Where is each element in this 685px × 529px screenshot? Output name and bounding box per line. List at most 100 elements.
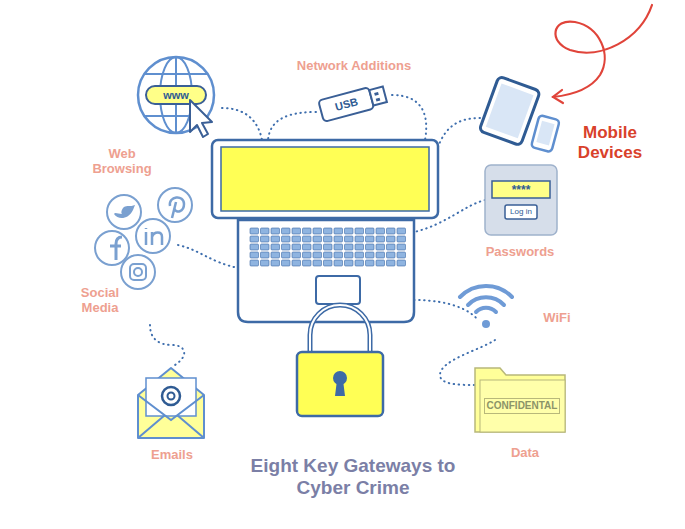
gateway-label: Web Browsing [82,147,162,177]
key [397,236,406,242]
padlock-icon [297,305,383,416]
social-icons [95,188,192,289]
key [366,252,375,258]
key [292,236,301,242]
icon-text: www [163,89,189,102]
key [261,244,270,250]
key [261,228,270,234]
gateway-label: Data [511,446,539,461]
mobile-icon [479,76,560,152]
leader-lines [150,95,495,385]
key [282,252,291,258]
key [366,236,375,242]
diagram-title: Eight Key Gateways to Cyber Crime [251,455,456,499]
key [250,228,259,234]
key [345,236,354,242]
key [292,260,301,266]
key [313,244,322,250]
key [271,236,280,242]
key [355,228,364,234]
key [397,252,406,258]
key [292,244,301,250]
key [303,236,312,242]
key [345,228,354,234]
key [324,236,333,242]
key [313,236,322,242]
key [271,228,280,234]
key [250,236,259,242]
stamp-text: CONFIDENTAL [484,398,561,414]
key [324,244,333,250]
key [334,228,343,234]
gateway-label: Emails [151,448,193,463]
key [313,252,322,258]
key [250,260,259,266]
key [271,260,280,266]
usb-icon [318,84,387,122]
key [303,228,312,234]
key [387,252,396,258]
key [387,260,396,266]
login-icon [485,165,557,235]
key [397,228,406,234]
key [355,252,364,258]
key [261,252,270,258]
key [282,244,291,250]
key [387,244,396,250]
key [355,260,364,266]
key [345,244,354,250]
key [376,228,385,234]
key [303,252,312,258]
key [334,244,343,250]
key [261,236,270,242]
key [313,228,322,234]
key [376,244,385,250]
folder-icon [475,368,565,432]
key [387,228,396,234]
key [282,236,291,242]
laptop-icon [212,140,438,322]
key [366,228,375,234]
key [376,236,385,242]
key [366,260,375,266]
key [345,260,354,266]
key [366,244,375,250]
email-icon [138,368,204,438]
icon-text: **** [512,184,531,198]
key [376,252,385,258]
icon-text: Log in [510,207,532,216]
key [303,260,312,266]
key [355,236,364,242]
highlight-label: Mobile Devices [560,123,660,162]
pointer-arrow [553,5,652,103]
key [334,236,343,242]
key [292,252,301,258]
key [324,252,333,258]
key [376,260,385,266]
key [387,236,396,242]
gateway-label: Passwords [486,245,555,260]
key [324,228,333,234]
key [355,244,364,250]
key [345,252,354,258]
gateway-label: Network Additions [297,59,411,74]
key [397,244,406,250]
key [261,260,270,266]
gateway-label: WiFi [543,311,570,326]
gateway-label: Social Media [65,286,135,316]
key [250,252,259,258]
key [324,260,333,266]
key [334,252,343,258]
key [282,228,291,234]
key [271,252,280,258]
wifi-icon [460,286,512,328]
key [334,260,343,266]
key [282,260,291,266]
globe-icon [138,57,214,137]
key [271,244,280,250]
key [250,244,259,250]
key [292,228,301,234]
key [303,244,312,250]
